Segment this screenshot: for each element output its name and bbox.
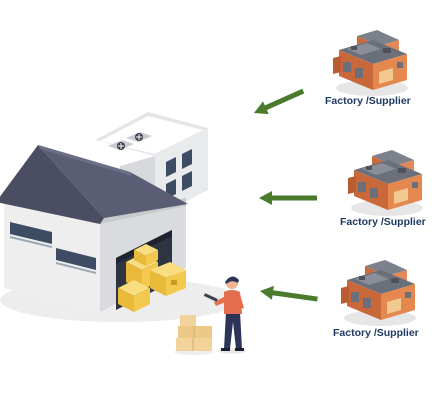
ac-unit-icon (126, 132, 152, 142)
box-stack-icon (118, 244, 186, 312)
ac-unit-icon (108, 140, 134, 150)
factory-icon (341, 260, 416, 326)
supplier-label: Factory /Supplier (340, 216, 426, 228)
arrow-left-icon (251, 85, 306, 120)
factory-icon (348, 150, 423, 216)
arrow-left-icon (259, 191, 317, 205)
supplier-label: Factory /Supplier (333, 327, 419, 339)
worker-icon (203, 276, 246, 354)
supplier-label: Factory /Supplier (325, 95, 411, 107)
arrow-left-icon (260, 285, 318, 302)
factory-icon (333, 30, 408, 96)
box-stack-icon (174, 315, 214, 355)
